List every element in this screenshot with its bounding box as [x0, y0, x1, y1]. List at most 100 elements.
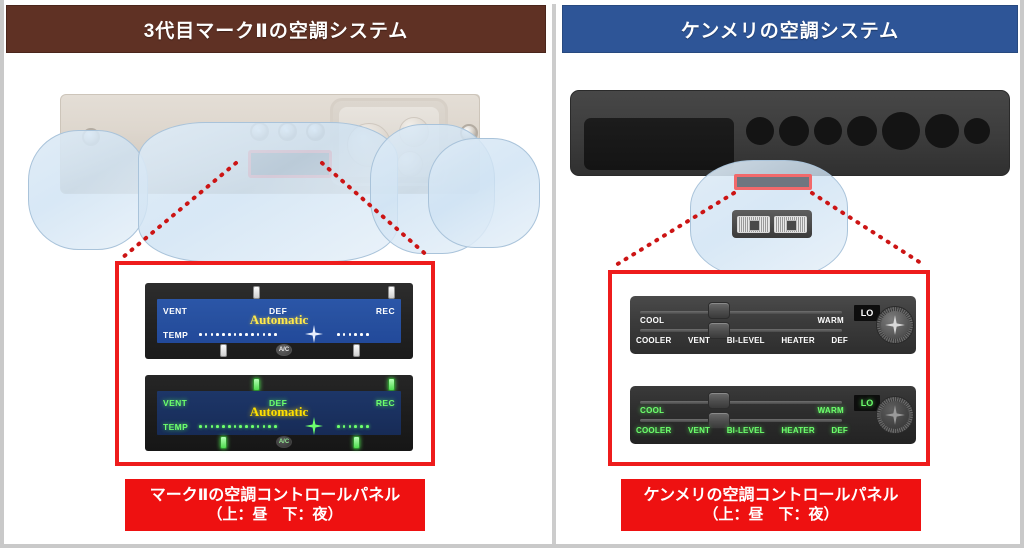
ac-button[interactable]: A/C: [276, 344, 292, 356]
ac-button[interactable]: A/C: [276, 436, 292, 448]
temp-dot: [262, 333, 266, 336]
markii-display-day: VENT DEF REC Automatic TEMP: [157, 299, 401, 343]
label-automatic: Automatic: [249, 404, 309, 419]
temp-dot: [360, 333, 363, 336]
fan-knob[interactable]: [876, 306, 914, 344]
fan-speed-indicator: LO: [854, 305, 880, 321]
mark-ii-dashboard-illustration: [10, 62, 540, 262]
callout-box-left: VENT DEF REC Automatic TEMP A/C VENT DE: [115, 261, 435, 466]
label-rec: REC: [375, 398, 395, 408]
label-def: DEF: [269, 306, 288, 316]
temperature-slider-thumb[interactable]: [708, 392, 730, 409]
slide-switch: [737, 215, 770, 233]
temp-dot: [348, 333, 352, 336]
mode-slider-thumb[interactable]: [708, 412, 730, 429]
panel-button-top-right[interactable]: [388, 378, 395, 391]
markii-control-panel-night[interactable]: VENT DEF REC Automatic TEMP A/C: [145, 375, 413, 451]
label-vent: VENT: [163, 398, 188, 408]
mode-slider-track[interactable]: [640, 419, 842, 422]
temp-dot: [348, 425, 352, 428]
temperature-slider-track[interactable]: [640, 311, 842, 314]
magnifier-lens: [138, 122, 398, 262]
temp-dot: [210, 333, 214, 336]
gauge-hole: [882, 112, 920, 150]
temp-dot: [233, 333, 237, 336]
panel-button-top-center[interactable]: [253, 378, 260, 391]
frame-border-right: [1020, 0, 1024, 548]
mode-slider-track[interactable]: [640, 329, 842, 332]
caption-right-line1: ケンメリの空調コントロールパネル: [643, 486, 899, 504]
temp-dot: [204, 333, 208, 336]
mode-label: HEATER: [781, 426, 815, 435]
temp-dot: [227, 425, 231, 428]
temp-dot: [256, 333, 260, 336]
panel-button-bottom-left[interactable]: [220, 436, 227, 449]
panel-button-top-center[interactable]: [253, 286, 260, 299]
temp-dot: [262, 425, 266, 428]
markii-control-panel-day[interactable]: VENT DEF REC Automatic TEMP A/C: [145, 283, 413, 359]
mode-label: COOLER: [636, 426, 672, 435]
temp-dot: [222, 425, 225, 428]
panel-button-bottom-right[interactable]: [353, 344, 360, 357]
temp-dot: [216, 425, 219, 428]
fan-cross-icon: [885, 315, 905, 335]
gauge-hole: [814, 117, 842, 145]
gauge-hole: [779, 116, 809, 146]
temp-scale-dots-right: [337, 333, 369, 336]
mode-label: VENT: [688, 336, 711, 345]
mode-label: BI-LEVEL: [726, 336, 765, 345]
mode-label: DEF: [831, 426, 848, 435]
label-warm: WARM: [817, 406, 844, 415]
mode-slider-thumb[interactable]: [708, 322, 730, 339]
fan-knob-face: [881, 311, 909, 339]
magnifier-lens: [28, 130, 148, 250]
temp-dot: [199, 333, 202, 336]
fan-knob[interactable]: [876, 396, 914, 434]
temp-dot: [210, 425, 214, 428]
gauge-hole: [847, 116, 877, 146]
label-cool: COOL: [640, 406, 665, 415]
fan-cross-icon: [885, 405, 905, 425]
temp-dot: [360, 425, 363, 428]
header-right: ケンメリの空調システム: [562, 5, 1018, 53]
temp-dot: [365, 425, 369, 428]
kenmeri-fan-area-day: LO: [852, 296, 916, 354]
temp-dot: [239, 333, 243, 336]
label-automatic: Automatic: [249, 312, 309, 327]
temp-dot: [342, 425, 346, 428]
temperature-slider-thumb[interactable]: [708, 302, 730, 319]
label-def: DEF: [269, 398, 288, 408]
temp-dot: [256, 425, 260, 428]
temp-dot: [268, 425, 271, 428]
panel-button-top-right[interactable]: [388, 286, 395, 299]
temp-dot: [251, 333, 254, 336]
temp-dot: [216, 333, 219, 336]
fan-cross-icon: [305, 325, 323, 343]
temp-dot: [251, 425, 254, 428]
frame-border-bottom: [0, 544, 1024, 548]
panel-button-bottom-right[interactable]: [353, 436, 360, 449]
temp-scale-dots-right: [337, 425, 369, 428]
header-left: 3代目マークⅡの空調システム: [6, 5, 546, 53]
label-warm: WARM: [817, 316, 844, 325]
gauge-hole-row: [742, 100, 1000, 162]
temperature-slider-track[interactable]: [640, 401, 842, 404]
frame-border-left: [0, 0, 4, 548]
gauge-hole: [925, 114, 959, 148]
temp-dot: [337, 425, 340, 428]
mode-label: BI-LEVEL: [726, 426, 765, 435]
label-cool: COOL: [640, 316, 665, 325]
fan-knob-face: [881, 401, 909, 429]
panel-button-bottom-left[interactable]: [220, 344, 227, 357]
temp-dot: [222, 333, 225, 336]
temp-dot: [337, 333, 340, 336]
label-temp: TEMP: [163, 330, 189, 340]
switch-housing: [732, 210, 812, 238]
mode-label: VENT: [688, 426, 711, 435]
temp-scale-dots-left: [199, 425, 277, 428]
header-right-title: ケンメリの空調システム: [680, 20, 900, 42]
